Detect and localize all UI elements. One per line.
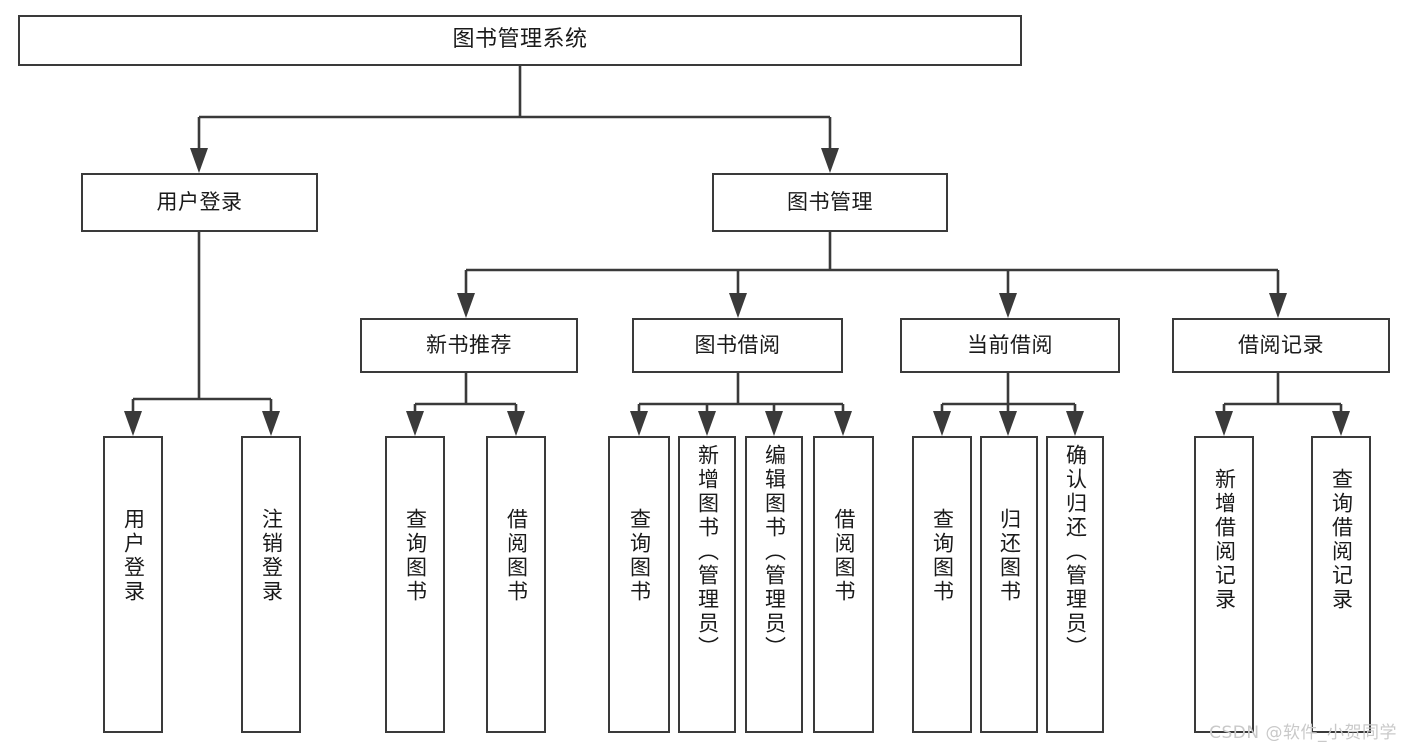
node-leaf-confirm-return-label: 确认归还（管理员） <box>1063 444 1088 660</box>
node-leaf-confirm-return[interactable]: 确认归还（管理员） <box>1046 436 1104 733</box>
node-leaf-query-book-3[interactable]: 查询图书 <box>912 436 972 733</box>
node-leaf-query-record-label: 查询借阅记录 <box>1329 468 1354 612</box>
arrow-leaf-query-record <box>1332 411 1350 436</box>
arrow-leaf-confirm-return <box>1066 411 1084 436</box>
arrow-leaf-query-book-3 <box>933 411 951 436</box>
node-leaf-add-book-label: 新增图书（管理员） <box>695 444 720 660</box>
arrow-leaf-edit-book <box>765 411 783 436</box>
arrow-root-to-user-login <box>190 148 208 173</box>
arrow-root-to-book-manage <box>821 148 839 173</box>
node-book-borrow-label: 图书借阅 <box>694 332 781 357</box>
node-user-login-label: 用户登录 <box>156 189 243 214</box>
arrow-leaf-query-book-2 <box>630 411 648 436</box>
node-root[interactable]: 图书管理系统 <box>18 15 1022 66</box>
node-current-borrow[interactable]: 当前借阅 <box>900 318 1120 373</box>
node-new-book-recommend[interactable]: 新书推荐 <box>360 318 578 373</box>
node-book-manage-label: 图书管理 <box>787 189 873 214</box>
arrow-book-borrow <box>729 293 747 318</box>
arrow-leaf-borrow-book-1 <box>507 411 525 436</box>
arrow-leaf-add-record <box>1215 411 1233 436</box>
arrow-leaf-return-book <box>999 411 1017 436</box>
node-leaf-return-book-label: 归还图书 <box>997 508 1022 604</box>
node-leaf-query-book-2[interactable]: 查询图书 <box>608 436 670 733</box>
node-borrow-record[interactable]: 借阅记录 <box>1172 318 1390 373</box>
node-root-label: 图书管理系统 <box>452 27 588 53</box>
node-new-book-recommend-label: 新书推荐 <box>426 332 512 357</box>
node-leaf-edit-book[interactable]: 编辑图书（管理员） <box>745 436 803 733</box>
node-leaf-return-book[interactable]: 归还图书 <box>980 436 1038 733</box>
node-leaf-query-record[interactable]: 查询借阅记录 <box>1311 436 1371 733</box>
node-leaf-borrow-book-2[interactable]: 借阅图书 <box>813 436 874 733</box>
watermark-text: CSDN @软件_小贺同学 <box>1209 723 1397 743</box>
node-user-login[interactable]: 用户登录 <box>81 173 318 232</box>
node-book-manage[interactable]: 图书管理 <box>712 173 948 232</box>
arrow-leaf-logout <box>262 411 280 436</box>
arrow-leaf-borrow-book-2 <box>834 411 852 436</box>
arrow-new-book-recommend <box>457 293 475 318</box>
node-leaf-user-login-label: 用户登录 <box>121 508 146 604</box>
node-borrow-record-label: 借阅记录 <box>1238 332 1324 357</box>
node-leaf-borrow-book-1-label: 借阅图书 <box>504 508 529 604</box>
arrow-borrow-record <box>1269 293 1287 318</box>
node-leaf-query-book-1[interactable]: 查询图书 <box>385 436 445 733</box>
node-current-borrow-label: 当前借阅 <box>967 332 1053 357</box>
arrow-current-borrow <box>999 293 1017 318</box>
node-leaf-borrow-book-2-label: 借阅图书 <box>832 508 856 604</box>
node-leaf-query-book-3-label: 查询图书 <box>930 508 955 604</box>
node-book-borrow[interactable]: 图书借阅 <box>632 318 843 373</box>
node-leaf-add-record[interactable]: 新增借阅记录 <box>1194 436 1254 733</box>
node-leaf-add-book[interactable]: 新增图书（管理员） <box>678 436 736 733</box>
node-leaf-query-book-1-label: 查询图书 <box>403 508 428 604</box>
arrow-leaf-user-login <box>124 411 142 436</box>
node-leaf-borrow-book-1[interactable]: 借阅图书 <box>486 436 546 733</box>
node-leaf-logout[interactable]: 注销登录 <box>241 436 301 733</box>
node-leaf-logout-label: 注销登录 <box>259 508 284 604</box>
node-leaf-user-login[interactable]: 用户登录 <box>103 436 163 733</box>
arrow-leaf-add-book <box>698 411 716 436</box>
node-leaf-add-record-label: 新增借阅记录 <box>1212 468 1237 612</box>
node-leaf-query-book-2-label: 查询图书 <box>627 508 652 604</box>
node-leaf-edit-book-label: 编辑图书（管理员） <box>762 444 787 660</box>
arrow-leaf-query-book-1 <box>406 411 424 436</box>
